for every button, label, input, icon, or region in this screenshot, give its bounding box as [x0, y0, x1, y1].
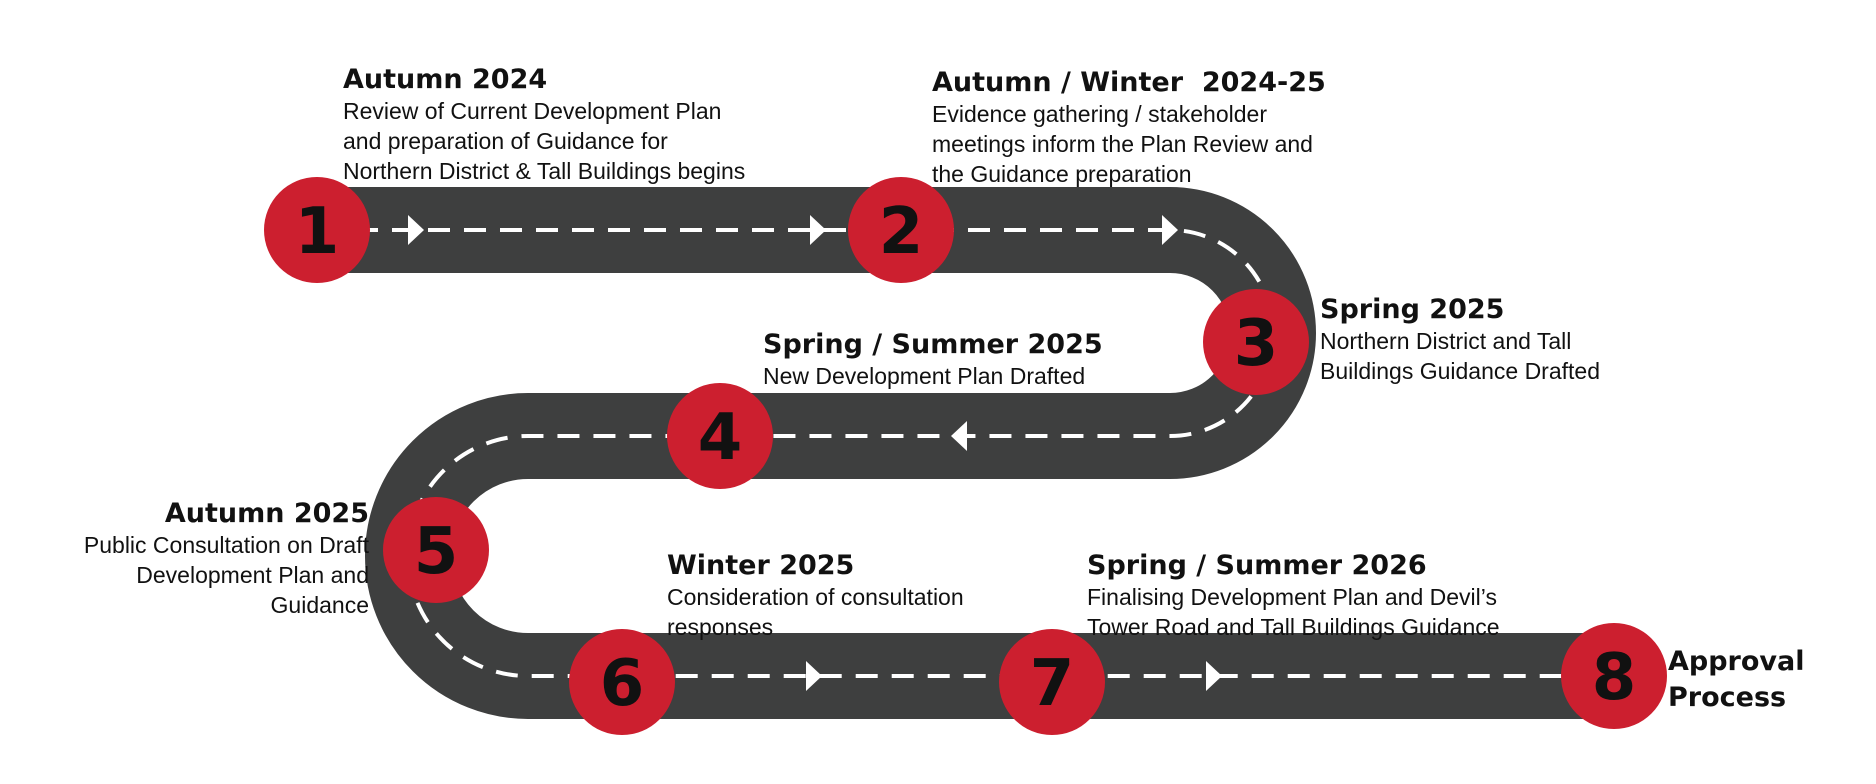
- step-6-marker: [569, 629, 675, 735]
- milestone-description-line: the Guidance preparation: [932, 161, 1192, 187]
- milestone-title: Approval Process: [1668, 646, 1805, 713]
- step-7-number: 7: [1030, 647, 1075, 721]
- direction-arrow: [810, 215, 826, 245]
- milestone-description-line: Consideration of consultation: [667, 584, 964, 610]
- milestone-description-line: Public Consultation on Draft: [83, 532, 369, 558]
- step-2-marker: [848, 177, 954, 283]
- step-4-marker: [667, 383, 773, 489]
- direction-arrow: [1206, 661, 1222, 691]
- milestone-title: Spring / Summer 2025: [763, 329, 1103, 360]
- direction-arrow: [951, 421, 967, 451]
- milestone-description-line: Northern District & Tall Buildings begin…: [343, 158, 746, 184]
- step-2-number: 2: [879, 195, 924, 269]
- lane-divider: [320, 228, 1618, 678]
- direction-arrow: [408, 215, 424, 245]
- milestone-description-line: meetings inform the Plan Review and: [932, 131, 1313, 157]
- milestone-8-label: Approval Process: [1668, 644, 1818, 716]
- milestone-title: Spring / Summer 2026: [1087, 550, 1427, 581]
- step-8-marker: [1561, 623, 1667, 729]
- milestone-2-label: Autumn / Winter 2024-25 Evidence gatheri…: [932, 67, 1326, 189]
- step-7-marker: [999, 629, 1105, 735]
- step-1-number: 1: [295, 195, 340, 269]
- milestone-title: Autumn 2025: [164, 498, 369, 529]
- milestone-description-line: Evidence gathering / stakeholder: [932, 101, 1267, 127]
- milestone-title: Autumn 2024: [343, 64, 548, 95]
- step-5-number: 5: [414, 515, 459, 589]
- milestone-description-line: Guidance: [270, 592, 369, 618]
- direction-arrow: [806, 661, 822, 691]
- milestone-title: Autumn / Winter 2024-25: [932, 67, 1326, 98]
- milestone-6-label: Winter 2025 Consideration of consultatio…: [667, 550, 964, 642]
- milestone-1-label: Autumn 2024 Review of Current Developmen…: [343, 64, 745, 186]
- milestone-title: Winter 2025: [667, 550, 855, 581]
- step-3-number: 3: [1234, 307, 1279, 381]
- milestone-description-line: responses: [667, 614, 774, 640]
- milestone-description-line: and preparation of Guidance for: [343, 128, 668, 154]
- milestone-description-line: Buildings Guidance Drafted: [1320, 358, 1600, 384]
- milestone-description-line: Tower Road and Tall Buildings Guidance: [1087, 614, 1500, 640]
- milestone-7-label: Spring / Summer 2026 Finalising Developm…: [1087, 550, 1500, 642]
- step-1-marker: [264, 177, 370, 283]
- step-4-number: 4: [698, 401, 743, 475]
- direction-arrow: [1162, 215, 1178, 245]
- milestone-3-label: Spring 2025 Northern District and Tall B…: [1320, 294, 1600, 386]
- milestone-description-line: Finalising Development Plan and Devil’s: [1087, 584, 1497, 610]
- milestone-description-line: Development Plan and: [136, 562, 369, 588]
- step-8-number: 8: [1592, 641, 1637, 715]
- milestone-description-line: Review of Current Development Plan: [343, 98, 722, 124]
- milestone-title: Spring 2025: [1320, 294, 1505, 325]
- step-6-number: 6: [600, 647, 645, 721]
- step-3-marker: [1203, 289, 1309, 395]
- milestone-description-line: New Development Plan Drafted: [763, 363, 1086, 389]
- milestone-5-label: Autumn 2025 Public Consultation on Draft…: [84, 498, 369, 620]
- milestone-description-line: Northern District and Tall: [1320, 328, 1572, 354]
- milestone-4-label: Spring / Summer 2025 New Development Pla…: [763, 329, 1103, 391]
- step-5-marker: [383, 497, 489, 603]
